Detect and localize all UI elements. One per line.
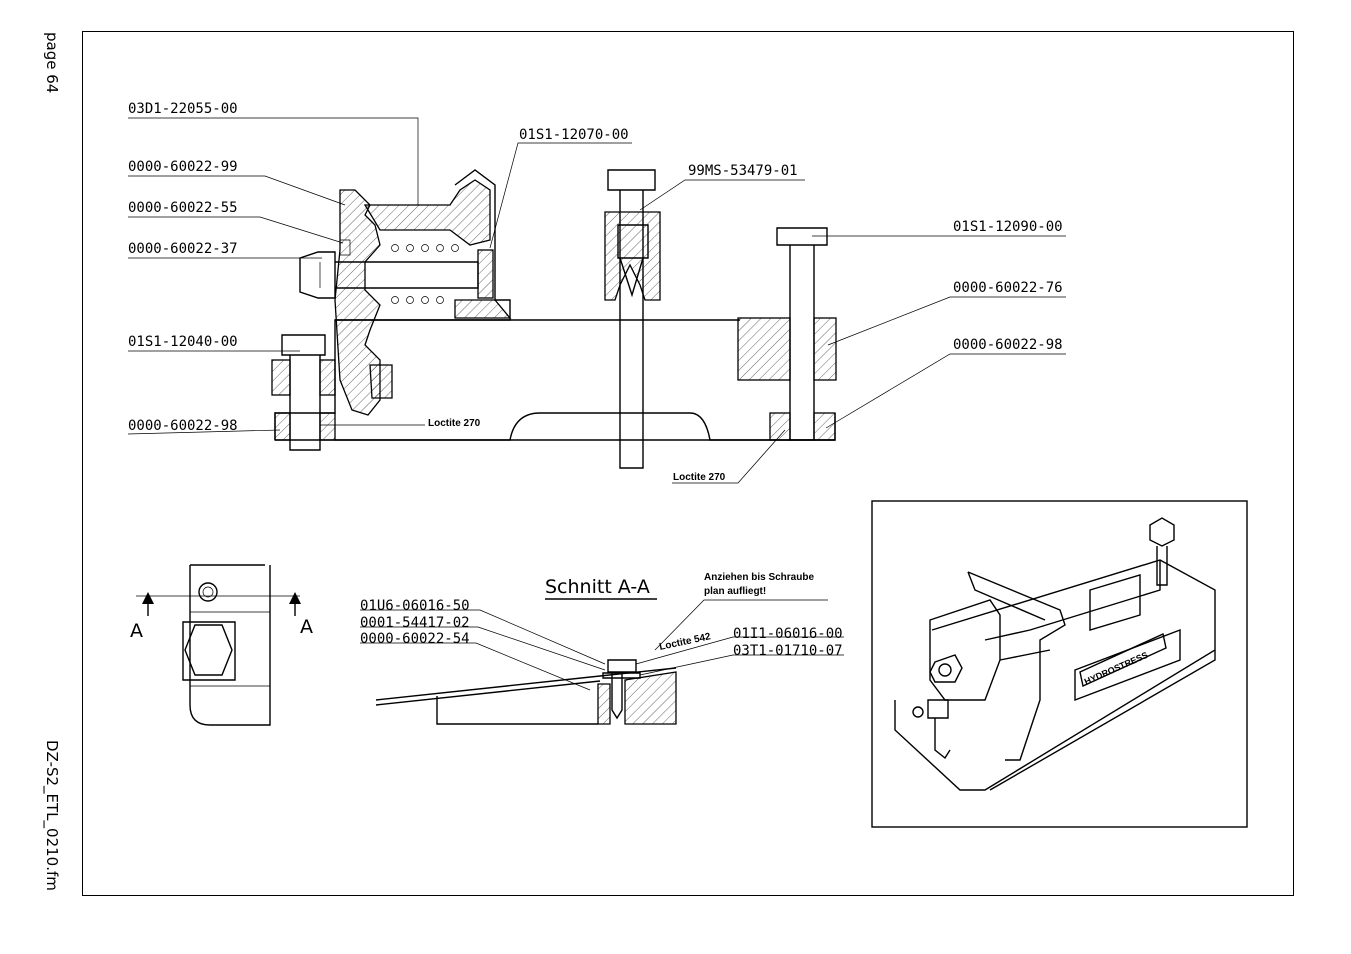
label-p3: 0000-60022-55 xyxy=(128,200,238,216)
section-label-r2: 03T1-01710-07 xyxy=(733,643,843,659)
leader-lines xyxy=(127,117,1066,484)
label-p9: 0000-60022-98 xyxy=(953,337,1063,353)
drawing-frame xyxy=(82,31,1294,896)
label-p5: 01S1-12070-00 xyxy=(519,127,629,143)
section-label-l2: 0001-54417-02 xyxy=(360,615,470,631)
label-p8: 0000-60022-76 xyxy=(953,280,1063,296)
note-loctite-b: Loctite 270 xyxy=(673,472,726,483)
label-p6: 99MS-53479-01 xyxy=(688,163,798,179)
part-labels: 03D1-22055-00 0000-60022-99 0000-60022-5… xyxy=(128,101,1063,483)
note-loctite-a: Loctite 270 xyxy=(428,418,481,429)
isometric-view: HYDROSTRESS xyxy=(871,500,1248,828)
section-title: Schnitt A-A xyxy=(545,576,650,598)
section-a-a-view: Schnitt A-A 01U6-06016-50 0001-54417-02 … xyxy=(360,572,844,725)
label-p10: 01S1-12040-00 xyxy=(128,334,238,350)
label-p4: 0000-60022-37 xyxy=(128,241,238,257)
label-p1: 03D1-22055-00 xyxy=(128,101,238,117)
note-loctite-c: Loctite 542 xyxy=(658,631,712,653)
section-label-l3: 0000-60022-54 xyxy=(360,631,470,647)
note-tighten-2: plan aufliegt! xyxy=(704,586,766,597)
section-label-r1: 01I1-06016-00 xyxy=(733,626,843,642)
section-label-l1: 01U6-06016-50 xyxy=(360,598,470,614)
label-p11: 0000-60022-98 xyxy=(128,418,238,434)
label-p2: 0000-60022-99 xyxy=(128,159,238,175)
label-p7: 01S1-12090-00 xyxy=(953,219,1063,235)
section-marker-view: A A xyxy=(130,564,313,726)
section-marker-right: A xyxy=(300,616,313,638)
main-section-view xyxy=(271,169,837,469)
note-tighten-1: Anziehen bis Schraube xyxy=(704,572,814,583)
section-marker-left: A xyxy=(130,620,143,642)
